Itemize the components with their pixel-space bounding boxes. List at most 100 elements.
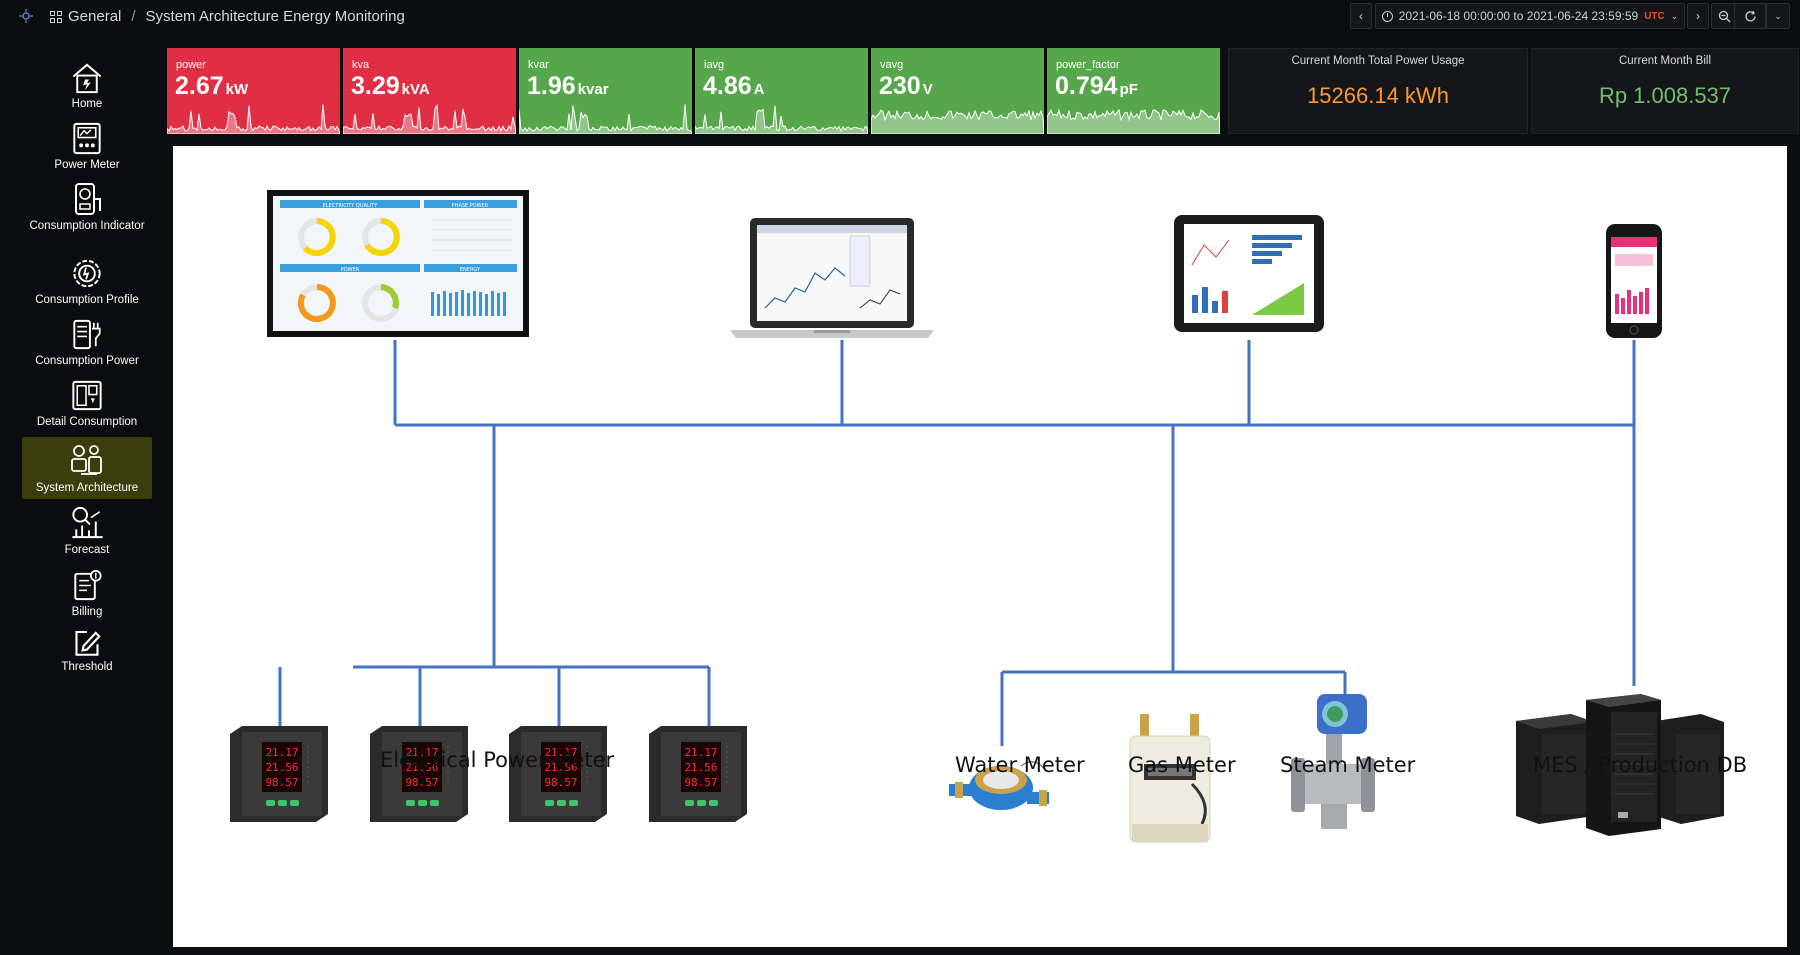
water-meter-label: Water Meter	[955, 753, 1085, 777]
chevron-down-icon: ⌄	[1774, 10, 1782, 21]
dashboard-monitor: ELECTRICITY QUALITY PHASE POWER POWER EN…	[267, 190, 529, 337]
meter-reading: 98.57	[405, 776, 438, 789]
stat-title: vavg	[880, 59, 904, 71]
sparkline	[167, 104, 340, 134]
refresh-interval-dropdown[interactable]: ⌄	[1766, 3, 1790, 29]
architecture-diagram-svg: ELECTRICITY QUALITY PHASE POWER POWER EN…	[230, 190, 1724, 843]
meter-reading: 21.56	[265, 761, 298, 774]
mobile-phone-device	[1606, 224, 1662, 338]
grafana-logo-icon[interactable]	[18, 8, 34, 24]
breadcrumb-separator: /	[131, 8, 136, 25]
meter-reading: 21.17	[405, 746, 438, 759]
refresh-button[interactable]	[1734, 3, 1766, 29]
breadcrumb: General / System Architecture Energy Mon…	[50, 8, 405, 25]
sidebar-item-forecast[interactable]: Forecast	[22, 502, 152, 556]
sidebar-item-label: Consumption Indicator	[29, 220, 145, 232]
timezone-badge: UTC	[1644, 10, 1665, 22]
sidebar-item-label: Forecast	[64, 544, 110, 556]
gas-meter-device	[1129, 714, 1211, 843]
page-title[interactable]: System Architecture Energy Monitoring	[145, 8, 405, 25]
time-range-picker[interactable]: 2021-06-18 00:00:00 to 2021-06-24 23:59:…	[1375, 3, 1685, 29]
forecast-icon	[72, 506, 103, 539]
power-meter-device: 21.17 21.56 98.57	[649, 726, 747, 822]
monitor-panel-label: PHASE POWER	[452, 203, 489, 209]
sidebar: Home Power Meter Consumption Indicator C…	[0, 34, 168, 955]
stat-title: kva	[352, 59, 370, 71]
meter-reading: 98.57	[265, 776, 298, 789]
sidebar-item-label: Billing	[71, 606, 103, 618]
billing-icon	[74, 569, 102, 601]
meter-reading: 98.57	[684, 776, 717, 789]
time-forward-button[interactable]: ›	[1687, 3, 1709, 29]
gas-meter-label: Gas Meter	[1128, 753, 1236, 777]
usage-value: 15266.14 kWh	[1307, 83, 1449, 108]
usage-panel[interactable]: Current Month Total Power Usage 15266.14…	[1228, 48, 1528, 134]
steam-meter-label: Steam Meter	[1280, 753, 1416, 777]
chevron-right-icon: ›	[1696, 9, 1700, 23]
consumption-profile-icon	[73, 259, 101, 288]
meter-reading: 21.17	[265, 746, 298, 759]
sparkline	[519, 104, 692, 134]
monitor-panel-label: ENERGY	[460, 267, 481, 273]
chevron-down-icon: ⌄	[1670, 10, 1679, 21]
sidebar-item-system-architecture[interactable]: System Architecture	[22, 437, 152, 499]
sidebar-item-threshold[interactable]: Threshold	[22, 623, 152, 673]
top-bar: General / System Architecture Energy Mon…	[0, 0, 1800, 34]
time-back-button[interactable]: ‹	[1350, 3, 1372, 29]
architecture-diagram: ELECTRICITY QUALITY PHASE POWER POWER EN…	[173, 146, 1787, 947]
breadcrumb-folder[interactable]: General	[68, 8, 122, 25]
stat-title: iavg	[704, 59, 725, 71]
chevron-left-icon: ‹	[1359, 9, 1363, 23]
power-meters-group: 21.1721.5698.5721.1721.5698.5721.1721.56…	[230, 726, 747, 822]
monitor-panel-label: ELECTRICITY QUALITY	[323, 203, 379, 209]
home-icon	[72, 63, 102, 94]
sidebar-item-detail-consumption[interactable]: Detail Consumption	[22, 374, 152, 428]
sidebar-item-label: Consumption Profile	[35, 294, 139, 306]
stat-title: power_factor	[1056, 59, 1120, 71]
refresh-icon	[1744, 10, 1756, 21]
stat-title: power	[176, 59, 206, 71]
sidebar-item-home[interactable]: Home	[22, 56, 152, 110]
electrical-power-meter-label: Electrical Power Meter	[380, 748, 615, 772]
laptop-device	[730, 218, 934, 338]
consumption-indicator-icon	[75, 183, 101, 215]
steam-meter-device	[1291, 694, 1375, 829]
meter-reading: 21.17	[684, 746, 717, 759]
server-rack-device	[1516, 694, 1724, 836]
sidebar-item-label: Threshold	[61, 661, 113, 673]
detail-consumption-icon	[72, 380, 102, 411]
bill-panel[interactable]: Current Month Bill Rp 1.008.537	[1531, 48, 1799, 134]
bill-value: Rp 1.008.537	[1598, 83, 1732, 108]
sparkline	[871, 109, 1044, 134]
sidebar-item-consumption-profile[interactable]: Consumption Profile	[22, 252, 152, 306]
meter-reading: 21.17	[544, 746, 577, 759]
sidebar-item-consumption-indicator[interactable]: Consumption Indicator	[22, 177, 152, 243]
sidebar-item-billing[interactable]: Billing	[22, 564, 152, 618]
sidebar-item-power-meter[interactable]: Power Meter	[22, 117, 152, 171]
system-architecture-icon	[71, 445, 102, 475]
sparkline	[343, 103, 516, 134]
consumption-power-icon	[73, 319, 101, 350]
sidebar-item-consumption-power[interactable]: Consumption Power	[22, 313, 152, 367]
monitor-panel-label: POWER	[341, 267, 360, 273]
dashboard-grid-icon	[50, 10, 62, 23]
meter-reading: 21.56	[684, 761, 717, 774]
sidebar-item-label: Consumption Power	[35, 355, 139, 367]
mes-production-db-label: MES / Production DB	[1533, 753, 1748, 777]
zoom-out-button[interactable]	[1711, 3, 1737, 29]
sparkline	[695, 105, 868, 134]
sidebar-item-label: Detail Consumption	[36, 416, 138, 428]
